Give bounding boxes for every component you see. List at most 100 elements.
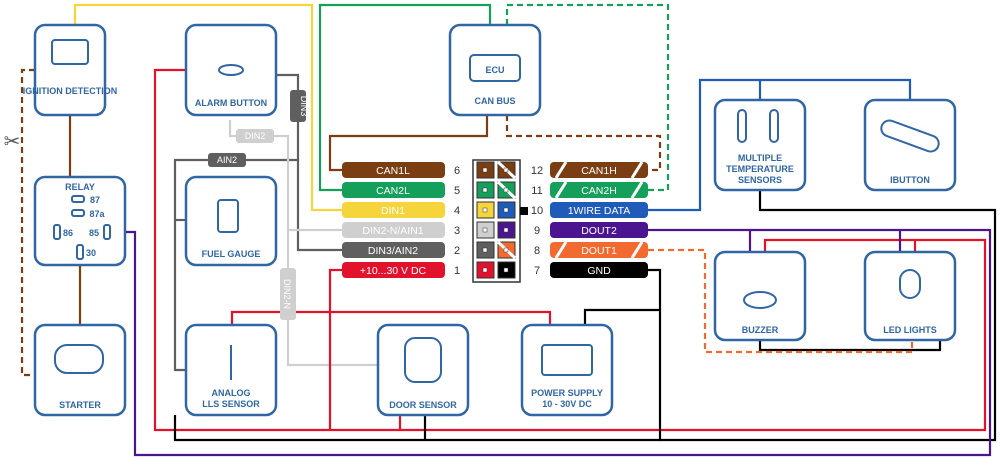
buzzer-icon [743,291,777,309]
pin-name: +10...30 V DC [360,265,427,277]
svg-text:TEMPERATURE: TEMPERATURE [726,164,794,174]
pin-label-right: CAN1H 12 [531,161,648,179]
wire-gnd-buzzer [758,340,942,352]
pin-number: 6 [454,165,460,177]
pin-number: 8 [534,245,540,257]
pin-number: 11 [531,185,542,197]
wire-dout1-orange-dashed [648,248,914,354]
pin-label-right: GND 7 [534,262,648,278]
wire-din3-gray [276,73,342,252]
alarm-button-icon [218,64,244,76]
tag-din2n: DIN2-N [280,268,296,320]
analog-lls-sensor-box: ANALOG LLS SENSOR [184,323,278,417]
wire-dout2-purple [112,228,992,457]
pin-number: 10 [531,205,543,217]
wire-bypass-brown-dashed [20,68,35,377]
wire-can2l-green [318,3,492,192]
svg-text:POWER SUPPLY: POWER SUPPLY [531,388,603,398]
pin-number: 7 [534,265,540,277]
ignition-detection-box: IGNITION DETECTION [23,23,118,117]
wire-red-alarm [153,68,987,432]
svg-text:ALARM BUTTON: ALARM BUTTON [195,98,267,108]
pin-name: CAN1H [581,165,617,177]
svg-text:LLS SENSOR: LLS SENSOR [202,399,260,409]
fuel-pump-icon [217,199,239,233]
led-lights-box: LED LIGHTS [863,250,957,342]
starter-box: STARTER [33,323,127,417]
wire-can1h-brown-dashed [505,115,662,172]
svg-text:87: 87 [90,195,100,205]
svg-text:SENSORS: SENSORS [738,175,782,185]
svg-text:DIN2-N: DIN2-N [282,279,292,309]
can-bus-box: ECU CAN BUS [448,23,542,117]
wire-din1-yellow [73,3,342,212]
pin-name: DIN2-N/AIN1 [362,225,423,237]
pin-number: 5 [454,185,460,197]
pin-label-left: CAN1L 6 [342,162,460,178]
pin-label-right: DOUT1 8 [534,241,648,259]
pin-name: CAN2L [376,185,410,197]
pin-name: 1WIRE DATA [568,205,631,217]
pin-name: DOUT1 [581,245,617,257]
svg-text:DIN2: DIN2 [245,131,266,141]
pin-name: CAN1L [376,165,410,177]
relay-box: RELAY 87 87a 86 85 30 [33,175,127,267]
svg-text:87a: 87a [89,209,105,219]
connector [472,159,528,283]
wire-power-red [328,268,342,430]
svg-text:BUZZER: BUZZER [742,325,779,335]
wire-gnd-psu [583,308,660,325]
svg-text:AIN2: AIN2 [217,155,237,165]
pin-number: 3 [454,225,460,237]
wire-red-psu [330,310,552,325]
pin-name: GND [587,265,611,277]
pin-number: 4 [454,205,460,217]
svg-text:DIN3: DIN3 [299,96,309,117]
svg-text:10 - 30V DC: 10 - 30V DC [542,399,592,409]
temperature-sensors-box: MULTIPLE TEMPERATURE SENSORS [713,98,807,192]
wire-red-lls [230,310,330,325]
pin-name: DIN3/AIN2 [368,245,418,257]
battery-icon [541,344,593,376]
tag-din2: DIN2 [236,129,274,143]
wire-can2h-green-dashed [505,3,670,192]
buzzer-box: BUZZER [713,250,807,342]
engine-icon [51,39,89,65]
pin-name: DOUT2 [581,225,617,237]
svg-text:85: 85 [89,228,99,238]
wires [20,3,997,457]
svg-text:IGNITION DETECTION: IGNITION DETECTION [23,86,118,96]
pin-label-left: CAN2L 5 [342,182,460,198]
svg-text:ECU: ECU [485,65,504,75]
pin-number: 12 [531,165,543,177]
power-supply-box: POWER SUPPLY 10 - 30V DC [520,323,614,417]
svg-text:MULTIPLE: MULTIPLE [738,153,782,163]
svg-text:FUEL GAUGE: FUEL GAUGE [202,249,261,259]
tag-ain2: AIN2 [208,153,246,167]
tag-din3: DIN3 [290,90,309,122]
led-icon [899,269,921,299]
ibutton-key-icon [880,119,940,153]
wire-gnd-bus [660,190,997,442]
svg-text:STARTER: STARTER [59,400,101,410]
fuel-gauge-box: FUEL GAUGE [184,175,278,267]
svg-text:RELAY: RELAY [65,182,95,192]
car-door-icon [404,337,442,383]
svg-text:CAN BUS: CAN BUS [474,96,515,106]
svg-text:86: 86 [63,228,73,238]
thermometer-icon [737,109,747,143]
pin-number: 1 [454,265,460,277]
ibutton-box: IBUTTON [863,98,957,192]
svg-text:DOOR SENSOR: DOOR SENSOR [389,400,457,410]
scissors-icon: ✂ [4,131,21,153]
pin-label-left: DIN1 4 [342,202,460,218]
alarm-button-box: ALARM BUTTON [184,23,278,117]
pin-name: DIN1 [381,205,405,217]
svg-text:ANALOG: ANALOG [212,388,251,398]
ecu-icon [469,54,521,82]
door-sensor-box: DOOR SENSOR [376,323,470,417]
